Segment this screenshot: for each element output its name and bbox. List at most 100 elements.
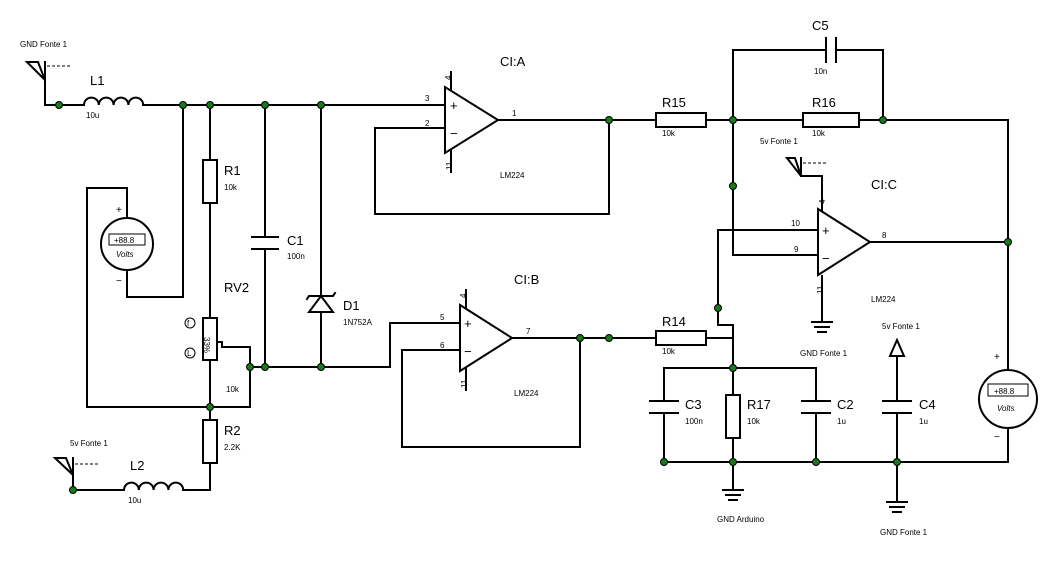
opamp-ci-c[interactable]: + − 10 9 8 4 11 CI:C LM224 [791, 177, 897, 304]
voltmeter-minus: − [116, 276, 122, 287]
junction-dot [246, 363, 254, 371]
component-value: 10k [226, 385, 240, 394]
opamp-ci-b[interactable]: + − 5 6 7 4 11 CI:B LM224 [440, 272, 539, 398]
terminal-flag-icon [52, 457, 74, 476]
ground-fonte-c4[interactable]: GND Fonte 1 [880, 501, 928, 537]
component-name: L2 [130, 458, 144, 473]
resistor-r16[interactable]: R16 10k [802, 95, 860, 138]
zener-diode-d1[interactable]: D1 1N752A [305, 291, 373, 327]
pin-number: 11 [445, 161, 454, 170]
pin-number: 10 [791, 219, 800, 228]
pin-number: 6 [440, 341, 445, 350]
opamp-triangle-icon [817, 207, 872, 277]
zener-bar [305, 291, 337, 301]
voltmeter-display [108, 233, 146, 246]
terminal-5v-fonte-left[interactable]: 5v Fonte 1 [52, 439, 108, 476]
component-name: C1 [287, 233, 304, 248]
resistor-icon [725, 394, 741, 439]
component-value: 10k [662, 129, 676, 138]
pin-number: 1 [512, 109, 517, 118]
pin-number: 3 [425, 94, 430, 103]
inductor-l1[interactable]: L1 10u [83, 73, 145, 120]
pin-number: 4 [444, 75, 453, 80]
component-value: 1N752A [343, 318, 373, 327]
voltmeter-unit: Volts [116, 250, 134, 259]
junction-dot [605, 116, 613, 124]
pin-number: 8 [882, 231, 887, 240]
voltmeter-reading: +88.8 [994, 387, 1015, 396]
terminal-gnd-fonte-top[interactable]: GND Fonte 1 [20, 40, 70, 81]
resistor-icon [802, 112, 860, 128]
junction-dot [1004, 238, 1012, 246]
junction-dots [55, 101, 1012, 494]
ground-arduino[interactable]: GND Arduino [717, 489, 765, 524]
component-value: 10k [662, 347, 676, 356]
resistor-r14[interactable]: R14 10k [655, 314, 707, 356]
opamp-model: LM224 [500, 171, 525, 180]
resistor-r17[interactable]: R17 10k [725, 394, 771, 439]
junction-dot [317, 101, 325, 109]
component-name: R17 [747, 397, 771, 412]
component-value: 100n [287, 252, 305, 261]
capacitor-c4[interactable]: C4 1u [882, 397, 936, 426]
resistor-icon [202, 419, 218, 464]
pin-number: 9 [794, 245, 799, 254]
junction-dot [206, 101, 214, 109]
power-arrow-icon [888, 337, 906, 357]
resistor-r15[interactable]: R15 10k [655, 95, 707, 138]
resistor-icon [655, 330, 707, 346]
voltmeter-minus: − [994, 432, 1000, 443]
component-name: L1 [90, 73, 104, 88]
component-name: C5 [812, 18, 829, 33]
ground-opc[interactable]: GND Fonte 1 [800, 321, 848, 358]
terminal-label: 5v Fonte 1 [882, 322, 920, 331]
junction-dot [55, 101, 63, 109]
junction-dot [660, 458, 668, 466]
terminal-label: GND Fonte 1 [800, 349, 848, 358]
voltmeter-right[interactable]: +88.8 Volts + − [978, 352, 1038, 443]
inductor-l2[interactable]: L2 10u [123, 458, 185, 505]
component-name: R14 [662, 314, 686, 329]
component-name: C2 [837, 397, 854, 412]
potentiometer-icon [202, 317, 218, 361]
component-name: RV2 [224, 280, 249, 295]
opamp-ci-a[interactable]: + − 3 2 1 4 11 CI:A LM224 [425, 54, 526, 180]
component-value: 1u [837, 417, 846, 426]
resistor-r2[interactable]: R2 2.2K [202, 419, 241, 464]
component-name: C3 [685, 397, 702, 412]
pot-end-mark-icon [184, 347, 196, 359]
capacitor-c1[interactable]: C1 100n [251, 233, 305, 261]
component-value: 1u [919, 417, 928, 426]
terminal-label: GND Fonte 1 [880, 528, 928, 537]
component-value: 10u [128, 496, 141, 505]
terminal-flag-icon [24, 61, 46, 81]
inductor-coil-icon [83, 96, 145, 106]
terminal-label: 5v Fonte 1 [760, 137, 798, 146]
terminal-5v-fonte-c4[interactable]: 5v Fonte 1 [882, 322, 920, 357]
junction-dot [317, 363, 325, 371]
capacitor-c3[interactable]: C3 100n [649, 397, 703, 426]
component-value: 2.2K [224, 443, 241, 452]
resistor-icon [655, 112, 707, 128]
component-value: 10n [814, 67, 827, 76]
pin-number: 7 [526, 327, 531, 336]
resistor-r1[interactable]: R1 10k [202, 159, 241, 204]
junction-dot [714, 304, 722, 312]
opamp-plus-sign: + [464, 316, 472, 331]
voltmeter-left[interactable]: +88.8 Volts + − [100, 205, 154, 287]
junction-dot [729, 458, 737, 466]
junction-dot [576, 334, 584, 342]
opamp-plus-sign: + [450, 98, 458, 113]
voltmeter-reading: +88.8 [114, 236, 135, 245]
capacitor-c5[interactable]: C5 10n [812, 18, 847, 76]
voltmeter-unit: Volts [997, 404, 1015, 413]
voltmeter-display [987, 383, 1029, 397]
terminal-5v-fonte-opc[interactable]: 5v Fonte 1 [760, 137, 826, 177]
potentiometer-rv2[interactable]: 33% f L RV2 10k [184, 280, 249, 394]
junction-dot [879, 116, 887, 124]
pin-number: 4 [459, 293, 468, 298]
junction-dot [729, 364, 737, 372]
capacitor-c2[interactable]: C2 1u [801, 397, 854, 426]
pot-mark-up: f [187, 319, 190, 328]
